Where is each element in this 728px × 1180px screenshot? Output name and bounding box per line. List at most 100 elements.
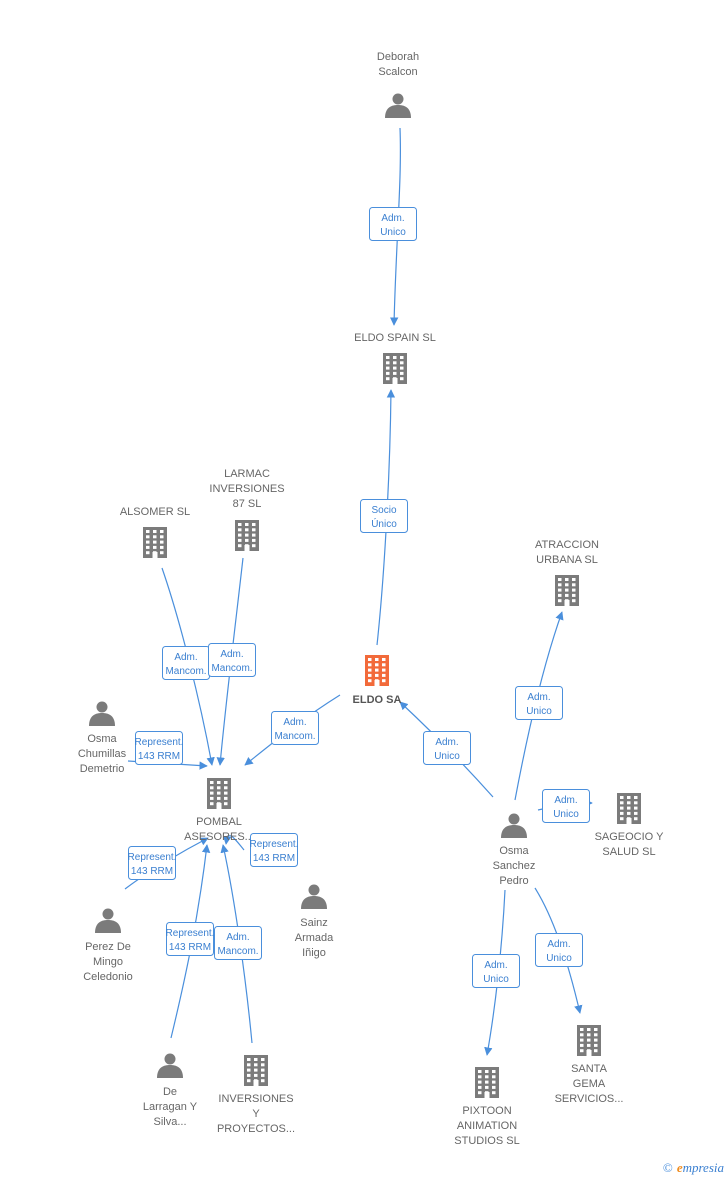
building-icon [244,1055,268,1086]
person-icon [89,701,115,726]
node-label: Mingo [93,956,123,968]
node-label: POMBAL [196,816,242,828]
edge-label-text: Socio [371,505,396,516]
building-icon [577,1025,601,1056]
node-label: Celedonio [83,971,133,983]
edge-label-larragan-to-pombal[interactable]: Represent. 143 RRM [166,922,215,956]
node-label: ANIMATION [457,1120,517,1132]
edge-label-text: Mancom. [165,666,206,677]
node-eldo_spain[interactable]: ELDO SPAIN SL [354,332,436,384]
edge-label-perez-to-pombal[interactable]: Represent.143 RRM [128,846,177,880]
copyright-symbol: © [662,1160,673,1175]
node-label: LARMAC [224,468,270,480]
edge-label-text: Adm. [381,213,404,224]
person-head [508,813,520,825]
building-door [216,803,222,809]
edge-label-osma_sp-to-atraccion[interactable]: Adm. Unico [515,686,563,720]
building-windows [386,356,404,381]
edge-label-box [535,933,583,967]
building-icon [475,1067,499,1098]
edge-label-text: Único [371,517,397,530]
edge-label-osma_sp-to-santa[interactable]: Adm. Unico [535,933,583,967]
node-label: SALUD SL [602,846,655,858]
edge-label-inversiones-to-pombal[interactable]: Adm.Mancom. [214,926,262,960]
edge-label-box [135,731,183,765]
brand-watermark: ©empresia [663,1160,724,1176]
edge-label-box [423,731,471,765]
building-windows [558,578,576,603]
node-label: ASESORES... [184,831,254,843]
node-eldo[interactable]: ELDO SA [353,655,402,706]
node-inversiones[interactable]: INVERSIONESYPROYECTOS... [217,1055,295,1135]
node-label: Scalcon [378,66,417,78]
building-door [484,1092,490,1098]
edge-labels-layer: Adm.UnicoSocioÚnicoAdm.Mancom.Adm.Mancom… [128,207,590,988]
node-santa[interactable]: SANTAGEMASERVICIOS... [555,1025,624,1105]
node-label: ELDO SPAIN SL [354,332,436,344]
edge-label-sainz-to-pombal[interactable]: Represent.143 RRM [250,833,299,867]
building-door [392,378,398,384]
edge-label-text: Adm. [174,652,197,663]
building-door [152,552,158,558]
edge-label-text: Unico [526,706,552,717]
node-label: Sainz [300,917,328,929]
node-label: Deborah [377,51,419,63]
edge-label-text: Adm. [527,692,550,703]
node-pombal[interactable]: POMBAL ASESORES... [184,778,254,843]
edge-label-osma_ch-to-pombal[interactable]: Represent.143 RRM [135,731,184,765]
edge-label-text: 143 RRM [169,942,211,953]
node-label: ELDO SA [353,694,402,706]
edge-label-osma_sp-to-sageocio[interactable]: Adm.Unico [542,789,590,823]
edge-label-text: Adm. [220,649,243,660]
node-alsomer[interactable]: ALSOMER SL [120,506,190,558]
edge-label-text: Represent. [166,928,215,939]
edge-label-alsomer-to-pombal[interactable]: Adm. Mancom. [162,646,210,680]
edge-label-larmac-to-pombal[interactable]: Adm. Mancom. [208,643,256,677]
building-windows [580,1028,598,1053]
building-windows [247,1058,265,1083]
building-icon [555,575,579,606]
node-label: Perez De [85,941,131,953]
edge-label-text: Unico [546,953,572,964]
node-label: Chumillas [78,748,127,760]
brand-logo-letter: e [676,1160,683,1175]
node-label: Silva... [153,1116,186,1128]
edge-label-box [250,833,298,867]
node-label: ATRACCION [535,539,599,551]
edge-label-box [166,922,214,956]
node-label: Osma [87,733,117,745]
node-label: Osma [499,845,529,857]
building-icon [235,520,259,551]
edge-label-text: Represent. [250,839,299,850]
edge-label-osma_sp-to-pixtoon[interactable]: Adm.Unico [472,954,520,988]
person-icon [95,908,121,933]
node-label: Iñigo [302,947,326,959]
edge-label-text: Unico [483,974,509,985]
node-label: PROYECTOS... [217,1123,295,1135]
node-label: Armada [295,932,334,944]
person-body [157,1065,183,1078]
edge-label-text: Adm. [547,939,570,950]
edge-label-eldo-to-pombal[interactable]: Adm.Mancom. [271,711,319,745]
edge-label-deborah-to-eldo_spain[interactable]: Adm.Unico [369,207,417,241]
edge-label-text: Mancom. [274,731,315,742]
edge-label-text: Unico [434,751,460,762]
person-icon [501,813,527,838]
building-door [244,545,250,551]
edge-label-text: Mancom. [211,663,252,674]
building-icon [365,655,389,686]
edge-label-osma_sp-to-eldo[interactable]: Adm.Unico [423,731,471,765]
edge-label-text: Adm. [554,795,577,806]
